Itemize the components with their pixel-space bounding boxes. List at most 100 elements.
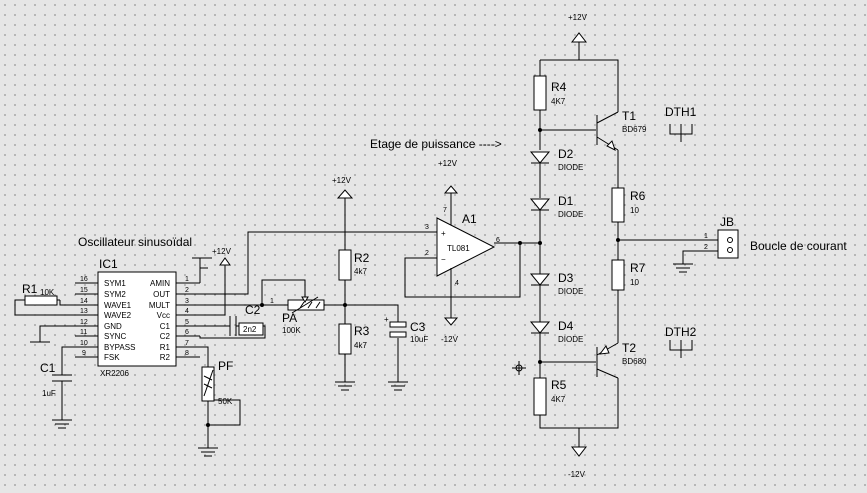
jb-connector[interactable]: JB 1 2 [618,215,739,273]
ic1-pin-num: 4 [185,308,189,315]
ic1-pin-name: MULT [149,301,170,310]
d2-diode[interactable]: D2 DIODE [529,147,583,198]
c1-ref-label: C1 [40,361,56,375]
ic1-amin-ground [192,257,212,283]
supply-label: +12V [332,176,352,185]
supply-label: +12V [568,13,588,22]
pa-ref-label: PA [282,311,297,325]
r6-value-label: 10 [630,206,639,215]
r5-body [533,377,547,416]
t2-transistor[interactable]: T2 BD680 [540,290,647,379]
c1-value-label: 1uF [42,389,56,398]
c3-polarity: + [384,315,389,324]
ic1-pin-name: Vcc [157,311,170,320]
r4-resistor[interactable]: R4 4K7 [533,75,567,150]
ic1-pin-name: AMIN [150,279,170,288]
ic1-gnd-pin [30,325,75,343]
oscillator-label: Oscillateur sinusoïdal [78,235,192,249]
pf-value-label: 50K [218,397,233,406]
r7-ref-label: R7 [630,261,646,275]
supply-label: -12V [568,470,586,479]
r4-body [533,75,547,111]
d4-ref-label: D4 [558,319,574,333]
ic1-pin-name: OUT [153,290,170,299]
t2-value-label: BD680 [622,357,647,366]
r5-resistor[interactable]: R5 4K7 [533,377,567,416]
ic1-pin-name: C1 [160,322,171,331]
ic1-pin-name: BYPASS [104,343,135,352]
dth2-heatsink[interactable]: DTH2 [665,325,697,358]
ic1-value-label: XR2206 [100,369,129,378]
ic1-pin-num: 1 [185,276,189,283]
r6-resistor[interactable]: R6 10 [611,187,646,260]
ic1-pin-name: SYNC [104,332,126,341]
ic1-xr2206[interactable]: 16 15 14 13 12 11 10 9 SYM1 SYM2 WAVE1 W… [75,257,200,378]
c3-capacitor[interactable]: + C3 10uF [384,315,428,344]
a1-pin-out: 6 [496,237,500,244]
dth1-heatsink[interactable]: DTH1 [665,105,697,142]
pa-value-label: 100K [282,326,301,335]
power-stage-label: Etage de puissance ----> [370,137,502,151]
a1-pin-plus: 3 [425,224,429,231]
ic1-pin-num: 3 [185,298,189,305]
c2-ref-label: C2 [245,303,261,317]
ic1-pin-num: 8 [185,350,189,357]
r3-resistor[interactable]: R3 4k7 [338,323,370,355]
supply-label: -12V [441,335,459,344]
ic1-pin-name: SYM1 [104,279,126,288]
c1-capacitor[interactable]: C1 1uF [40,346,75,429]
c2-value-label: 2n2 [243,325,257,334]
dth2-ref-label: DTH2 [665,325,697,339]
r7-resistor[interactable]: R7 10 [611,259,646,291]
r3-ref-label: R3 [354,324,370,338]
c2-capacitor[interactable]: C2 2n2 [199,303,266,339]
ic1-pin-name: FSK [104,353,120,362]
current-loop-label: Boucle de courant [750,239,847,253]
r5-ref-label: R5 [551,378,567,392]
d4-value-label: DIODE [558,335,583,344]
t1-ref-label: T1 [622,109,636,123]
d1-ref-label: D1 [558,194,574,208]
jb-pin-label: 2 [704,244,708,251]
ic1-pin-num: 15 [80,287,88,294]
a1-body [436,217,496,277]
ic1-pin-num: 7 [185,340,189,347]
r7-body [611,259,625,291]
pa-potentiometer[interactable]: PA 100K 1 [262,296,345,335]
t1-transistor[interactable]: T1 BD679 [540,109,647,188]
r4-value-label: 4K7 [551,97,566,106]
ic1-pin-num: 6 [185,329,189,336]
c3-plate [389,321,407,328]
jb-body [717,229,739,259]
ic1-ref-label: IC1 [99,257,118,271]
pf-potentiometer[interactable]: PF 50K [198,346,241,457]
ic1-pin-num: 2 [185,287,189,294]
r1-value-label: 10K [40,288,55,297]
a1-pin-vplus: 7 [443,207,447,214]
ic1-pin-name: WAVE2 [104,311,132,320]
c3-plate [389,331,407,338]
d3-value-label: DIODE [558,287,583,296]
pf-ref-label: PF [218,359,233,373]
r2-resistor[interactable]: R2 4k7 [338,249,370,281]
d4-diode[interactable]: D4 DIODE [529,319,583,378]
d1-diode[interactable]: D1 DIODE [529,194,583,274]
t2-ref-label: T2 [622,341,636,355]
r1-resistor[interactable]: R1 10K [14,282,75,316]
c3-ref-label: C3 [410,320,426,334]
supply-label: +12V [438,159,458,168]
a1-minus-sign: − [441,255,446,264]
ic1-pin-num: 12 [80,319,88,326]
a1-pin-minus: 2 [425,250,429,257]
r3-body [338,323,352,355]
a1-ref-label: A1 [462,212,477,226]
d3-ref-label: D3 [558,271,574,285]
pa-pin-label: 1 [270,298,274,305]
ic1-pin-name: SYM2 [104,290,126,299]
ic1-pin-num: 10 [80,340,88,347]
ic1-pin-num: 16 [80,276,88,283]
d3-diode[interactable]: D3 DIODE [529,271,583,322]
a1-opamp[interactable]: + − 3 2 6 7 4 A1 TL081 +12V -12V [404,159,540,344]
jb-ref-label: JB [720,215,734,229]
